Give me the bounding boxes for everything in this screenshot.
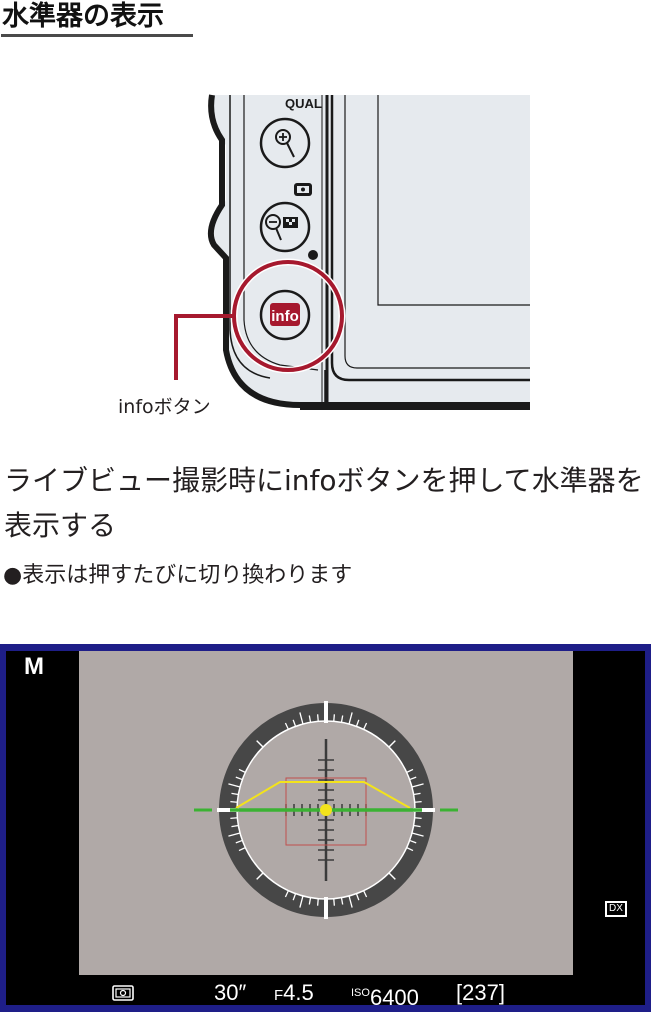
- svg-text:QUAL: QUAL: [285, 96, 322, 111]
- info-button-callout: infoボタン: [118, 396, 211, 418]
- matrix-metering-icon: [112, 985, 134, 1001]
- camera-back-illustration: QUAL info: [174, 94, 531, 410]
- shooting-info-bar: 30″ F4.5 ISO6400 [237]: [6, 980, 645, 1010]
- zoom-out-button: [259, 201, 311, 253]
- title-underline: [1, 34, 193, 37]
- exposure-mode: M: [24, 653, 44, 680]
- page-title: 水準器の表示: [2, 1, 164, 32]
- note-text: ●表示は押すたびに切り換わります: [3, 563, 353, 588]
- dx-format-badge: DX: [605, 901, 627, 917]
- svg-text:info: info: [271, 308, 299, 325]
- zoom-in-button: [259, 117, 311, 169]
- focus-area-icon: [294, 183, 312, 196]
- virtual-horizon: [194, 701, 458, 919]
- shots-remaining: [237]: [456, 980, 505, 1005]
- shutter-speed: 30″: [214, 980, 247, 1005]
- iso-sensitivity: ISO6400: [351, 985, 419, 1010]
- live-view-screen: M DX: [0, 644, 651, 1012]
- screen-display: M DX: [6, 651, 645, 1010]
- aperture: F4.5: [274, 980, 314, 1005]
- instruction-text: ライブビュー撮影時にinfoボタンを押して水準器を表示する: [4, 464, 644, 542]
- info-button: info: [259, 289, 311, 341]
